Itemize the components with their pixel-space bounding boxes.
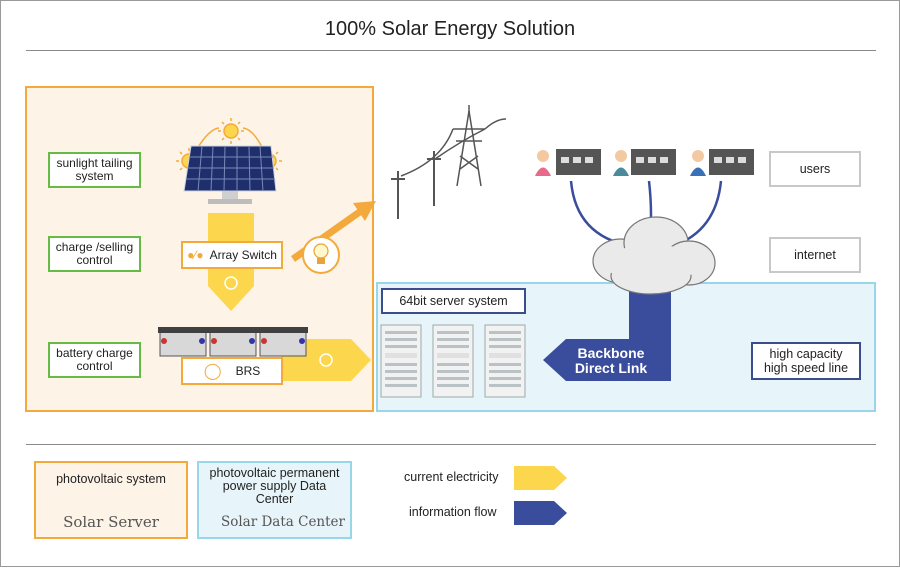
user-building-icon-2	[613, 149, 676, 176]
legend-information-label: information flow	[409, 505, 497, 519]
legend-data-center-label: photovoltaic permanent power supply Data…	[209, 466, 340, 506]
legend-photovoltaic-system: photovoltaic system Solar Server	[34, 461, 188, 539]
users-label: users	[769, 151, 861, 187]
sell-electricity-arrow-head	[353, 201, 376, 221]
charge-selling-label: charge /selling control	[48, 236, 141, 272]
legend-information-arrow	[514, 501, 567, 525]
server-rack-icon-2	[432, 324, 474, 398]
diagram-title: 100% Solar Energy Solution	[324, 18, 576, 40]
user-building-icon-3	[690, 149, 754, 176]
power-line-tower-icon	[400, 105, 507, 187]
current-flow-symbol	[224, 276, 238, 290]
brs-label: BRS	[235, 364, 261, 378]
server-system-label: 64bit server system	[381, 288, 526, 314]
bottom-divider	[26, 444, 876, 445]
utility-pole-icon-1	[427, 151, 441, 206]
array-switch-box: ●⁄● Array Switch	[181, 241, 283, 269]
legend-pv-system-label: photovoltaic system	[56, 472, 166, 486]
solar-data-center-logo: Solar Data Center	[220, 514, 345, 530]
current-flow-down-arrow	[208, 269, 254, 311]
sunlight-tailing-label: sunlight tailing system	[48, 152, 141, 188]
current-flow-symbol-2	[319, 353, 333, 367]
server-rack-icon-1	[380, 324, 422, 398]
server-rack-icon-3	[484, 324, 526, 398]
battery-bank-icon	[158, 327, 308, 357]
solar-server-logo: Solar Server	[63, 513, 159, 531]
high-capacity-label: high capacity high speed line	[751, 342, 861, 380]
current-flow-top	[208, 213, 254, 243]
brs-icon: ◯	[203, 363, 222, 380]
backbone-direct-link-arrow	[543, 339, 671, 381]
array-switch-label: Array Switch	[209, 248, 277, 262]
lightbulb-icon	[313, 243, 329, 259]
top-divider	[26, 50, 876, 51]
internet-label: internet	[769, 237, 861, 273]
switch-icon: ●⁄●	[187, 248, 204, 262]
utility-pole-icon-2	[391, 171, 405, 219]
legend-current-label: current electricity	[404, 470, 499, 484]
user-building-icon-1	[535, 149, 601, 176]
backbone-direct-link-label: Backbone Direct Link	[574, 345, 648, 376]
legend-data-center: photovoltaic permanent power supply Data…	[197, 461, 352, 539]
sun-icon-center	[218, 118, 244, 144]
legend-current-arrow	[514, 466, 567, 490]
solar-panel-icon	[183, 145, 277, 204]
brs-box: ◯ BRS	[181, 357, 283, 385]
battery-charge-label: battery charge control	[48, 342, 141, 378]
